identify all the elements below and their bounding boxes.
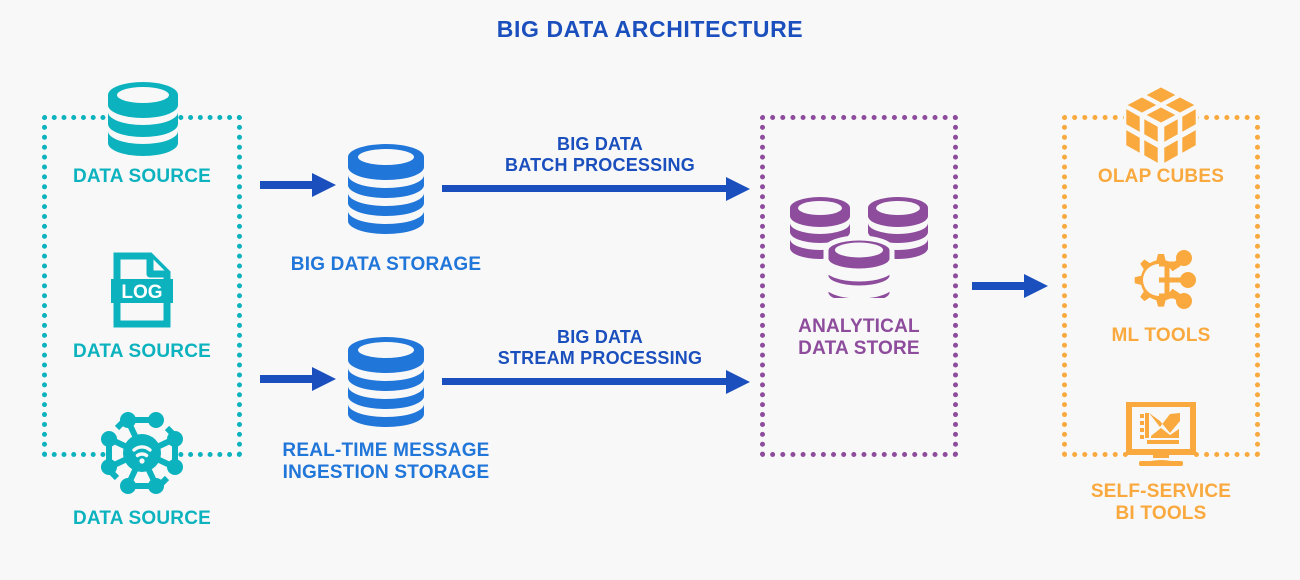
arrow-right-icon xyxy=(972,274,1048,298)
data-source-3-icon-wrap xyxy=(99,410,185,496)
arrow-right-icon xyxy=(260,173,336,197)
data-source-1-icon-wrap xyxy=(104,82,182,162)
analytical-data-store-group-box xyxy=(760,115,958,457)
arrow-right-icon xyxy=(442,177,750,201)
arrow-right-icon xyxy=(442,370,750,394)
big-data-storage-label: BIG DATA STORAGE xyxy=(290,254,482,275)
data-source-1-label: DATA SOURCE xyxy=(72,166,211,187)
bi-tools-icon-wrap xyxy=(1125,402,1197,468)
realtime-storage-icon-wrap xyxy=(345,336,427,432)
iot-network-wifi-icon xyxy=(101,412,183,494)
ml-tools-icon-wrap xyxy=(1128,244,1196,314)
analytical-data-store-label: ANALYTICAL DATA STORE xyxy=(798,316,920,360)
data-source-2-icon-wrap: LOG xyxy=(110,252,174,328)
big-data-storage-icon-wrap xyxy=(345,143,427,239)
database-cluster-icon xyxy=(790,197,928,298)
arrow-sources-to-stream-storage xyxy=(260,364,338,394)
batch-processing-label: BIG DATA BATCH PROCESSING xyxy=(505,134,695,175)
data-source-2-label: DATA SOURCE xyxy=(72,341,211,362)
stream-processing-label: BIG DATA STREAM PROCESSING xyxy=(497,327,703,368)
analytical-data-store-icon-wrap xyxy=(786,192,932,298)
arrow-batch-processing xyxy=(442,175,752,203)
olap-cubes-icon-wrap xyxy=(1123,84,1199,164)
log-file-icon: LOG xyxy=(111,252,173,328)
arrow-sources-to-batch-storage xyxy=(260,170,338,200)
ml-tools-label: ML TOOLS xyxy=(1111,325,1211,346)
arrow-stream-processing xyxy=(442,368,752,396)
bi-monitor-chart-icon xyxy=(1126,402,1196,466)
page-title: BIG DATA ARCHITECTURE xyxy=(496,16,804,42)
bi-tools-label: SELF-SERVICE BI TOOLS xyxy=(1090,481,1232,525)
database-cylinder-icon xyxy=(348,337,424,427)
data-source-3-label: DATA SOURCE xyxy=(72,508,211,529)
arrow-store-to-tools xyxy=(972,271,1050,301)
database-cylinder-icon xyxy=(348,144,424,234)
realtime-storage-label: REAL-TIME MESSAGE INGESTION STORAGE xyxy=(282,440,490,484)
arrow-right-icon xyxy=(260,367,336,391)
olap-cubes-label: OLAP CUBES xyxy=(1097,166,1225,187)
log-file-icon-text: LOG xyxy=(121,282,162,303)
database-cylinder-icon xyxy=(108,82,178,156)
ml-gear-circuit-icon xyxy=(1134,250,1196,309)
olap-cube-icon xyxy=(1123,84,1199,164)
